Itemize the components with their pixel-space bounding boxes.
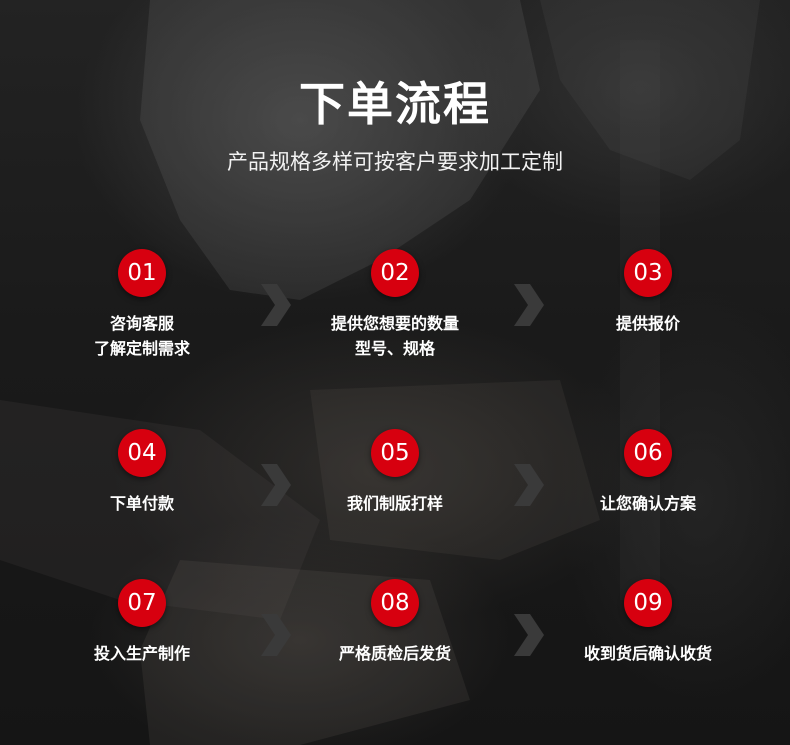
step-label: 提供报价: [548, 311, 748, 336]
step-08: 08 严格质检后发货: [295, 579, 495, 666]
step-02: 02 提供您想要的数量 型号、规格: [295, 249, 495, 361]
step-06: 06 让您确认方案: [548, 429, 748, 516]
chevron-right-icon: [257, 462, 293, 508]
step-label-line1: 严格质检后发货: [295, 641, 495, 666]
step-09: 09 收到货后确认收货: [548, 579, 748, 666]
step-number-badge: 09: [624, 579, 672, 627]
step-number-badge: 03: [624, 249, 672, 297]
chevron-right-icon: [257, 282, 293, 328]
step-number-badge: 08: [371, 579, 419, 627]
step-01: 01 咨询客服 了解定制需求: [42, 249, 242, 361]
step-label: 收到货后确认收货: [548, 641, 748, 666]
step-07: 07 投入生产制作: [42, 579, 242, 666]
step-label: 提供您想要的数量 型号、规格: [295, 311, 495, 361]
step-number-badge: 06: [624, 429, 672, 477]
step-label-line1: 咨询客服: [42, 311, 242, 336]
step-label: 我们制版打样: [295, 491, 495, 516]
chevron-right-icon: [510, 612, 546, 658]
step-label-line2: 了解定制需求: [42, 336, 242, 361]
chevron-right-icon: [257, 612, 293, 658]
step-number-badge: 07: [118, 579, 166, 627]
step-label: 咨询客服 了解定制需求: [42, 311, 242, 361]
step-label-line1: 收到货后确认收货: [548, 641, 748, 666]
step-label-line1: 提供您想要的数量: [295, 311, 495, 336]
step-05: 05 我们制版打样: [295, 429, 495, 516]
page-title: 下单流程: [0, 74, 790, 134]
step-label: 严格质检后发货: [295, 641, 495, 666]
chevron-right-icon: [510, 282, 546, 328]
step-label: 让您确认方案: [548, 491, 748, 516]
step-label-line1: 让您确认方案: [548, 491, 748, 516]
step-label-line1: 我们制版打样: [295, 491, 495, 516]
step-03: 03 提供报价: [548, 249, 748, 336]
step-label-line1: 下单付款: [42, 491, 242, 516]
step-number-badge: 05: [371, 429, 419, 477]
step-label: 下单付款: [42, 491, 242, 516]
step-label-line2: 型号、规格: [295, 336, 495, 361]
step-label: 投入生产制作: [42, 641, 242, 666]
step-number-badge: 02: [371, 249, 419, 297]
step-04: 04 下单付款: [42, 429, 242, 516]
page-subtitle: 产品规格多样可按客户要求加工定制: [0, 146, 790, 178]
step-label-line1: 提供报价: [548, 311, 748, 336]
step-number-badge: 04: [118, 429, 166, 477]
chevron-right-icon: [510, 462, 546, 508]
step-label-line1: 投入生产制作: [42, 641, 242, 666]
step-number-badge: 01: [118, 249, 166, 297]
